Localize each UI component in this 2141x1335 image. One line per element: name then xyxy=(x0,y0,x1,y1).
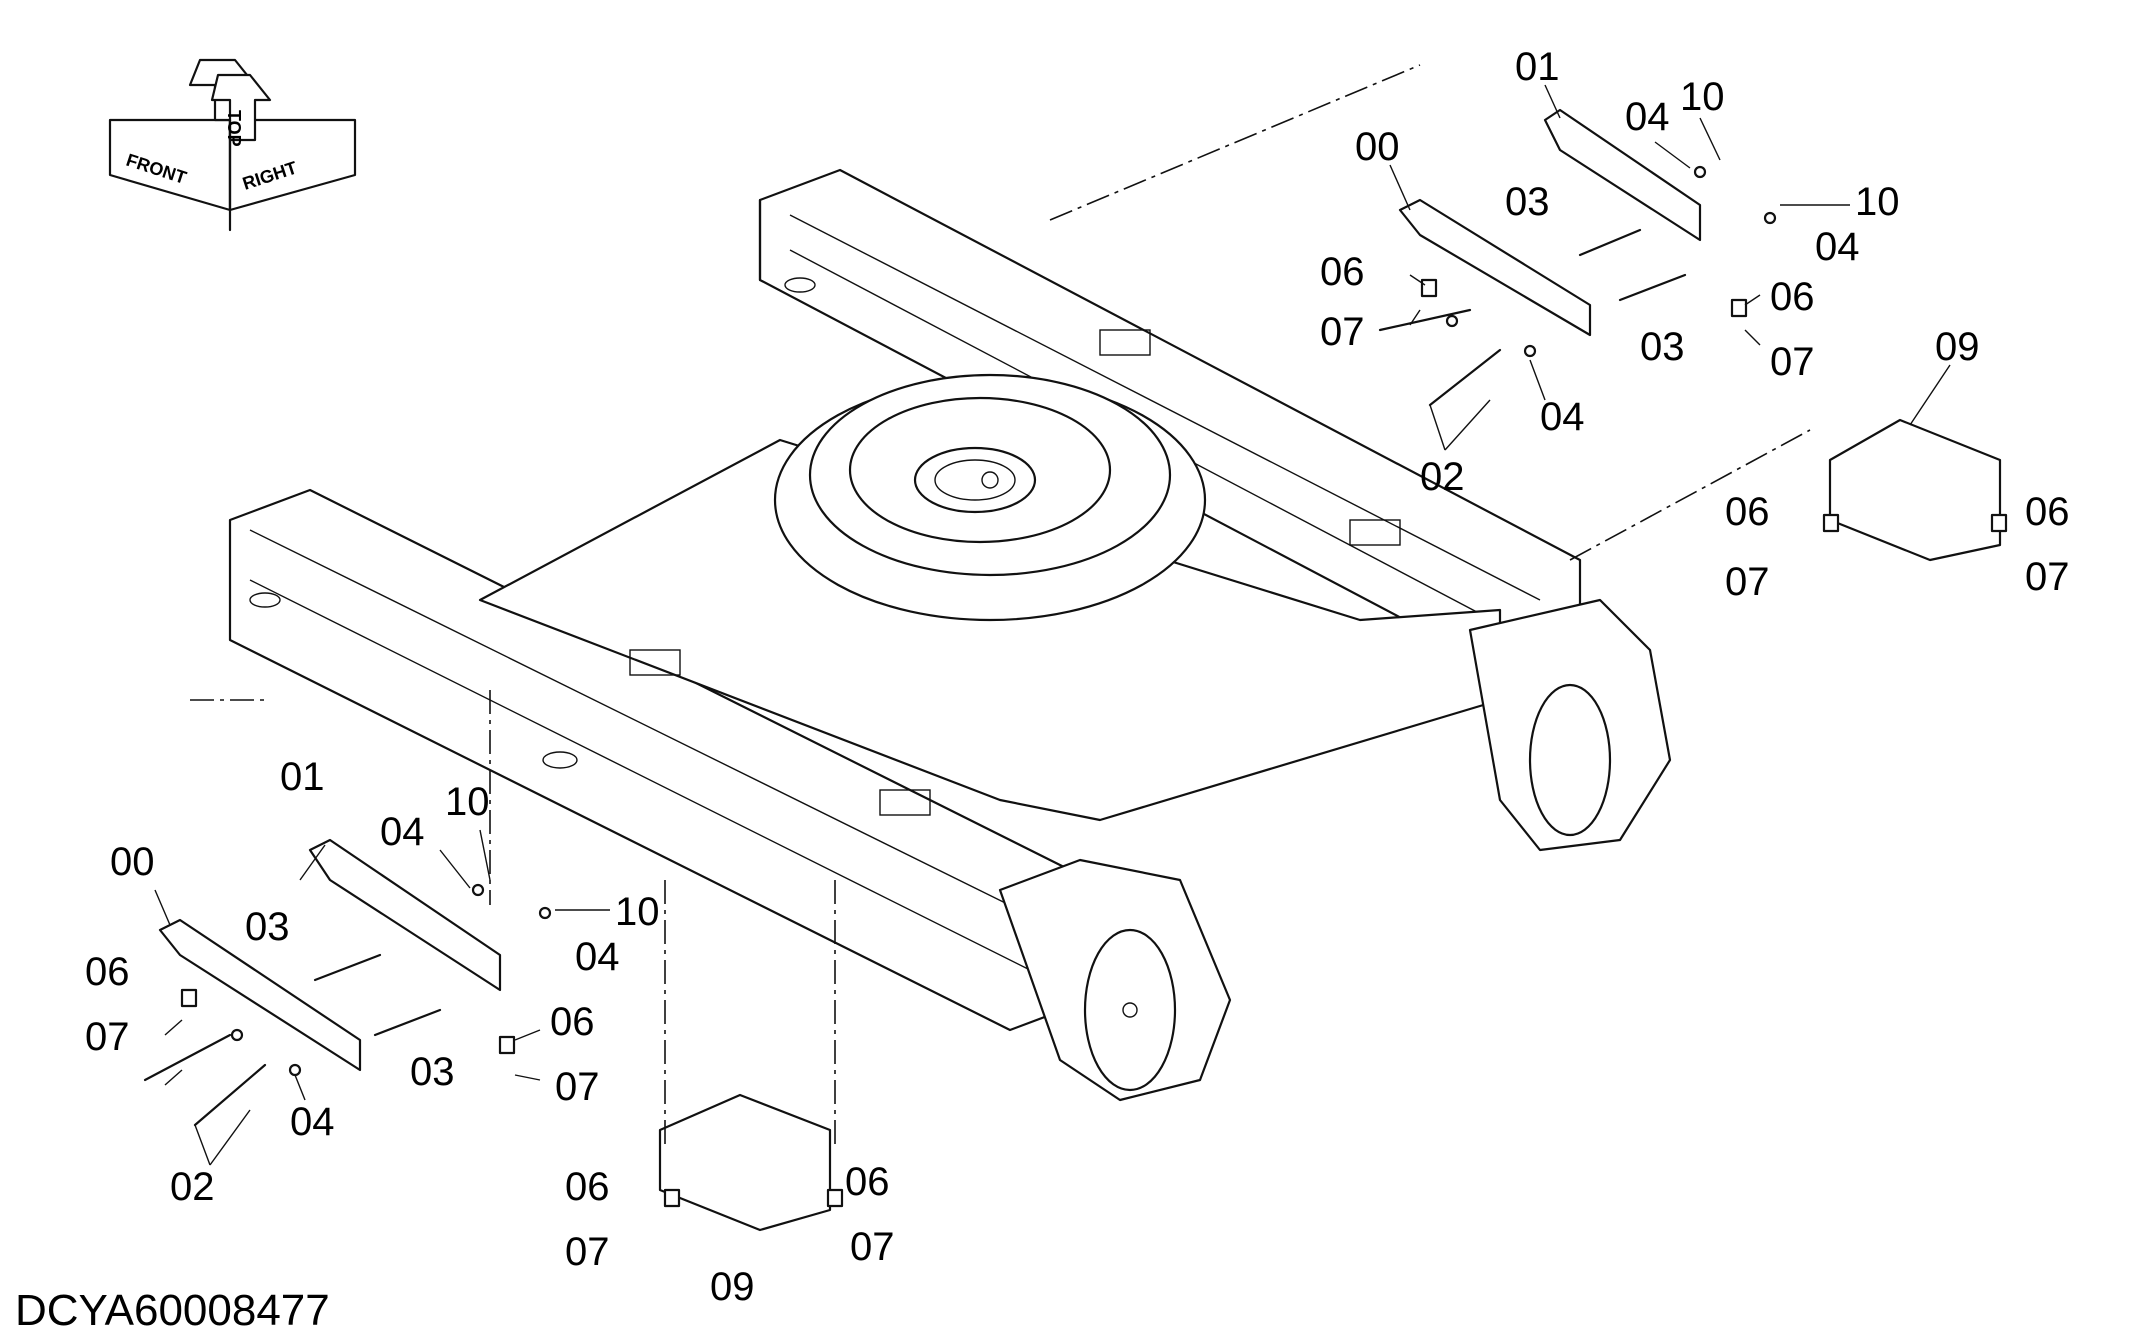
callout-09: 09 xyxy=(1935,325,1980,369)
callout-06: 06 xyxy=(550,1000,595,1044)
callout-07: 07 xyxy=(850,1225,895,1269)
callout-06: 06 xyxy=(565,1165,610,1209)
callout-07: 07 xyxy=(555,1065,600,1109)
callout-06: 06 xyxy=(1770,275,1815,319)
callout-07: 07 xyxy=(565,1230,610,1274)
left-track-support xyxy=(658,1093,844,1232)
callout-03: 03 xyxy=(1640,325,1685,369)
callouts-left-support: 06 06 07 07 09 xyxy=(565,1160,895,1309)
reference-lines xyxy=(190,64,1811,1150)
callout-03: 03 xyxy=(1505,180,1550,224)
callout-06: 06 xyxy=(85,950,130,994)
callout-07: 07 xyxy=(2025,555,2070,599)
callout-02: 02 xyxy=(1420,455,1465,499)
callout-07: 07 xyxy=(1725,560,1770,604)
orientation-indicator: FRONT RIGHT TOP xyxy=(108,58,357,232)
callouts-right-support: 09 06 06 07 07 xyxy=(1725,325,2070,604)
callout-06: 06 xyxy=(845,1160,890,1204)
callout-04: 04 xyxy=(575,935,620,979)
right-track-support xyxy=(1822,418,2008,562)
callout-09: 09 xyxy=(710,1265,755,1309)
callout-10: 10 xyxy=(1855,180,1900,224)
callouts-left-guard: 01 00 04 10 10 04 03 03 06 07 06 07 04 0… xyxy=(85,755,660,1209)
callout-10: 10 xyxy=(1680,75,1725,119)
callout-07: 07 xyxy=(85,1015,130,1059)
callout-04: 04 xyxy=(1815,225,1860,269)
track-frame xyxy=(228,168,1672,1102)
callout-07: 07 xyxy=(1770,340,1815,384)
callout-07: 07 xyxy=(1320,310,1365,354)
callout-06: 06 xyxy=(2025,490,2070,534)
callout-04: 04 xyxy=(380,810,425,854)
left-track-guard xyxy=(143,838,552,1127)
right-track-guard xyxy=(1378,108,1777,407)
callout-06: 06 xyxy=(1320,250,1365,294)
callout-10: 10 xyxy=(615,890,660,934)
callout-01: 01 xyxy=(1515,45,1560,89)
leader-lines xyxy=(154,84,1951,1166)
callout-04: 04 xyxy=(1540,395,1585,439)
callout-00: 00 xyxy=(1355,125,1400,169)
callout-02: 02 xyxy=(170,1165,215,1209)
callout-03: 03 xyxy=(410,1050,455,1094)
top-label: TOP xyxy=(224,110,244,147)
drawing-code: DCYA60008477 xyxy=(15,1286,330,1335)
callouts-right-guard: 01 00 04 10 10 04 03 03 06 07 06 07 04 0… xyxy=(1320,45,1900,499)
callout-03: 03 xyxy=(245,905,290,949)
callout-00: 00 xyxy=(110,840,155,884)
callout-04: 04 xyxy=(1625,95,1670,139)
callout-10: 10 xyxy=(445,780,490,824)
callout-06: 06 xyxy=(1725,490,1770,534)
callout-04: 04 xyxy=(290,1100,335,1144)
callout-01: 01 xyxy=(280,755,325,799)
